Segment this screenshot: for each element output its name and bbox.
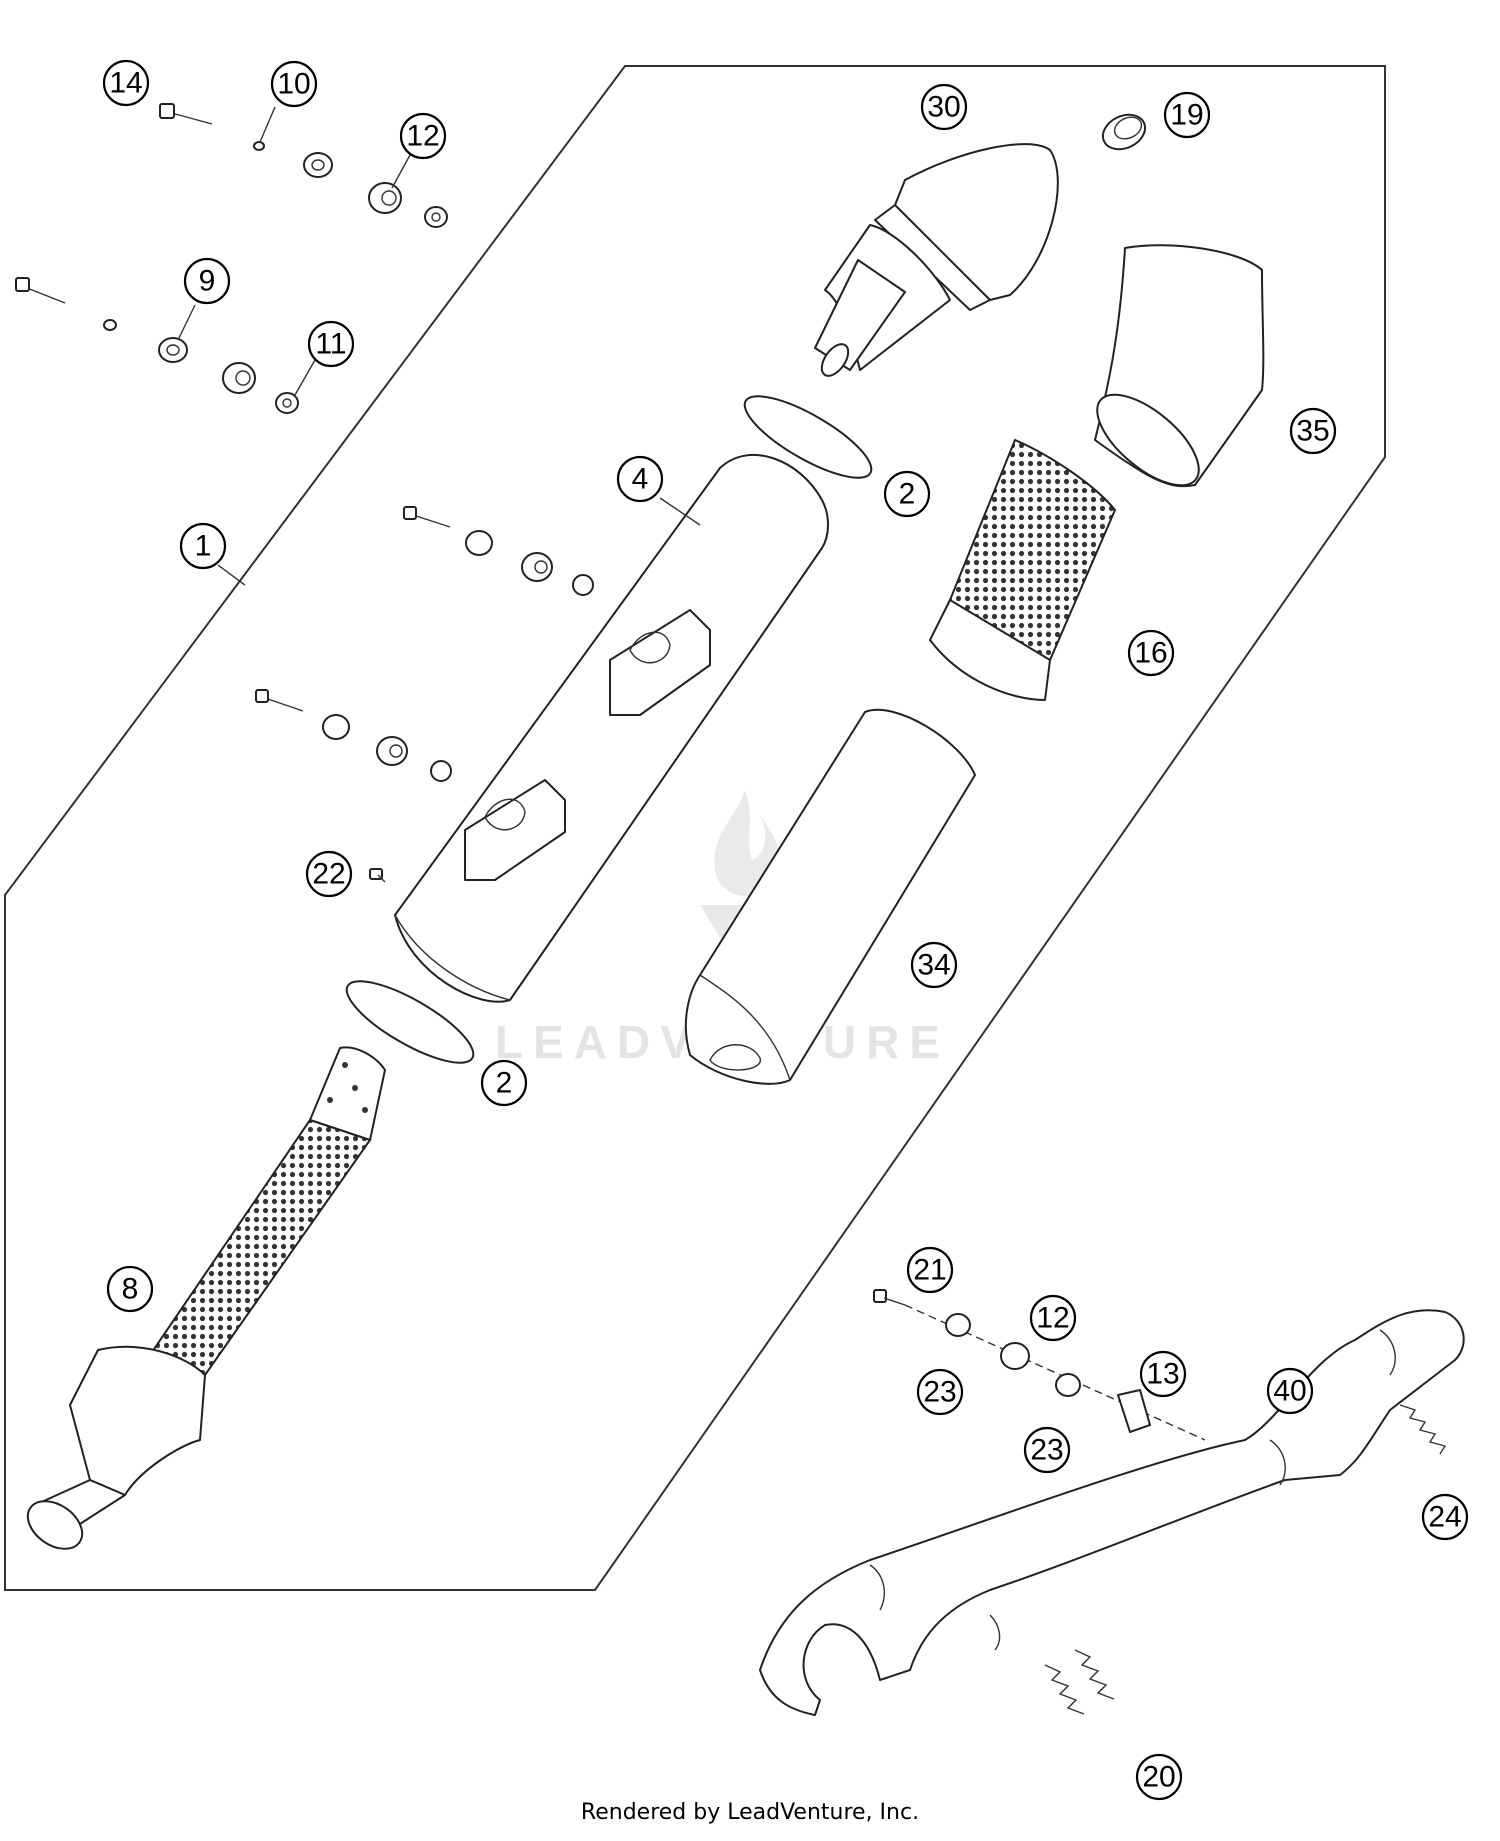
- leader-4: [659, 497, 701, 526]
- outer-sleeve-part-35: [1094, 244, 1265, 488]
- svg-text:20: 20: [1142, 1761, 1175, 1794]
- gasket-lower: [345, 980, 475, 1064]
- svg-text:2: 2: [496, 1067, 513, 1100]
- svg-text:21: 21: [913, 1254, 946, 1287]
- callout-16: 16: [1127, 629, 1175, 677]
- lower-mount-hardware: [15, 277, 299, 414]
- inner-tube-part-8: [26, 1046, 386, 1550]
- callout-13: 13: [1139, 1350, 1187, 1398]
- callout-21: 21: [906, 1246, 954, 1294]
- svg-text:16: 16: [1134, 637, 1167, 670]
- muffler-sleeve-part-4: [394, 453, 829, 1003]
- callout-8: 8: [106, 1265, 154, 1313]
- callout-19: 19: [1163, 91, 1211, 139]
- callout-1: 1: [179, 522, 227, 570]
- svg-text:1: 1: [195, 530, 212, 563]
- callout-30: 30: [920, 83, 968, 131]
- leader-1: [217, 564, 246, 586]
- end-cap-part-30: [814, 143, 1059, 377]
- svg-text:9: 9: [199, 265, 216, 298]
- svg-text:4: 4: [632, 463, 649, 496]
- svg-text:40: 40: [1273, 1375, 1306, 1408]
- callout-23-upper: 23: [916, 1368, 964, 1416]
- callout-34: 34: [910, 941, 958, 989]
- muffler-assembly-outline: [4, 65, 1386, 1591]
- callout-11: 11: [307, 320, 355, 368]
- callout-40: 40: [1266, 1367, 1314, 1415]
- callout-12-lower: 12: [1029, 1294, 1077, 1342]
- leader-10: [259, 106, 276, 143]
- ring-part-19: [1101, 113, 1147, 151]
- svg-text:12: 12: [406, 120, 439, 153]
- leader-12a: [391, 154, 411, 189]
- sleeve-mount-hardware: [255, 506, 594, 883]
- callout-2-lower: 2: [480, 1059, 528, 1107]
- callout-35: 35: [1289, 407, 1337, 455]
- callout-14: 14: [102, 59, 150, 107]
- svg-text:24: 24: [1428, 1501, 1461, 1534]
- header-pipe-part-40: [759, 1309, 1465, 1716]
- svg-text:8: 8: [122, 1273, 139, 1306]
- svg-text:10: 10: [277, 68, 310, 101]
- callout-9: 9: [183, 257, 231, 305]
- svg-text:11: 11: [315, 328, 346, 361]
- footer-credit: Rendered by LeadVenture, Inc.: [580, 1800, 920, 1825]
- callout-10: 10: [270, 60, 318, 108]
- callout-4: 4: [616, 455, 664, 503]
- svg-text:35: 35: [1296, 415, 1329, 448]
- svg-text:23: 23: [923, 1376, 956, 1409]
- svg-text:19: 19: [1170, 99, 1203, 132]
- callout-2-upper: 2: [883, 470, 931, 518]
- header-mount-hardware: [873, 1289, 1206, 1441]
- callout-24: 24: [1421, 1493, 1469, 1541]
- leader-11: [294, 359, 316, 396]
- svg-text:23: 23: [1030, 1434, 1063, 1467]
- leader-9: [177, 304, 196, 341]
- svg-text:13: 13: [1146, 1358, 1179, 1391]
- callout-23-lower: 23: [1023, 1426, 1071, 1474]
- upper-mount-hardware: [159, 103, 448, 228]
- svg-text:30: 30: [927, 91, 960, 124]
- outer-sleeve-part-34: [684, 708, 976, 1085]
- svg-text:34: 34: [917, 949, 950, 982]
- perforated-insert-part-16: [929, 438, 1117, 701]
- springs: [1044, 1404, 1447, 1715]
- svg-text:2: 2: [899, 478, 916, 511]
- callout-22: 22: [305, 850, 353, 898]
- callout-20: 20: [1135, 1753, 1183, 1801]
- callout-12-upper: 12: [399, 112, 447, 160]
- gasket-upper: [743, 395, 873, 479]
- svg-text:22: 22: [312, 858, 345, 891]
- svg-text:12: 12: [1036, 1302, 1069, 1335]
- svg-text:14: 14: [109, 67, 142, 100]
